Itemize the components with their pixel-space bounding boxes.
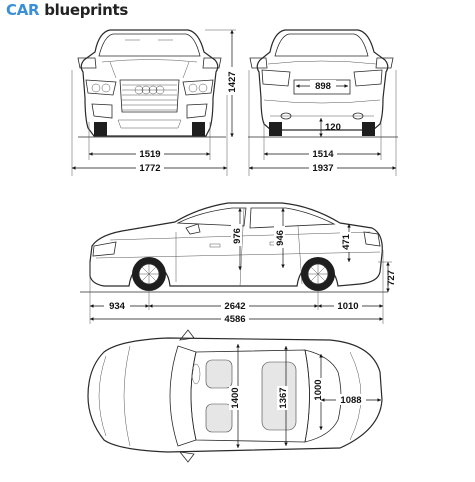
front-overhang: 934 [109, 301, 126, 312]
logo-rest: blueprints [39, 1, 128, 19]
overall-length: 4586 [224, 314, 245, 325]
rear-bumper-height: 727 [386, 270, 397, 286]
logo-brand: CAR [6, 1, 40, 19]
rear-track-width: 1514 [312, 149, 334, 160]
wheelbase: 2642 [224, 301, 245, 312]
front-cabin-width: 1400 [230, 387, 241, 408]
width-with-mirrors: 1937 [312, 163, 333, 174]
overall-height: 1427 [227, 71, 238, 92]
trunk-width: 1000 [313, 379, 324, 400]
front-overall-width: 1772 [139, 163, 160, 174]
front-door-height: 976 [232, 228, 243, 244]
trunk-length: 1088 [340, 395, 361, 406]
rear-cabin-width: 1367 [278, 387, 289, 408]
side-view: 976 946 471 727 934 2642 1010 4586 [80, 202, 397, 325]
rear-door-height: 946 [275, 230, 286, 246]
top-view: 1400 1367 1000 1088 [87, 329, 383, 463]
rear-plate-width: 898 [315, 81, 331, 92]
front-track-width: 1519 [139, 149, 160, 160]
rear-overhang: 1010 [337, 301, 358, 312]
rear-view: 898 120 1514 1937 [248, 29, 398, 176]
boot-height: 471 [341, 233, 352, 250]
front-view: 1519 1772 1427 [71, 29, 238, 176]
carblueprints-logo: CAR blueprints [6, 1, 128, 19]
ground-clearance: 120 [325, 122, 341, 133]
